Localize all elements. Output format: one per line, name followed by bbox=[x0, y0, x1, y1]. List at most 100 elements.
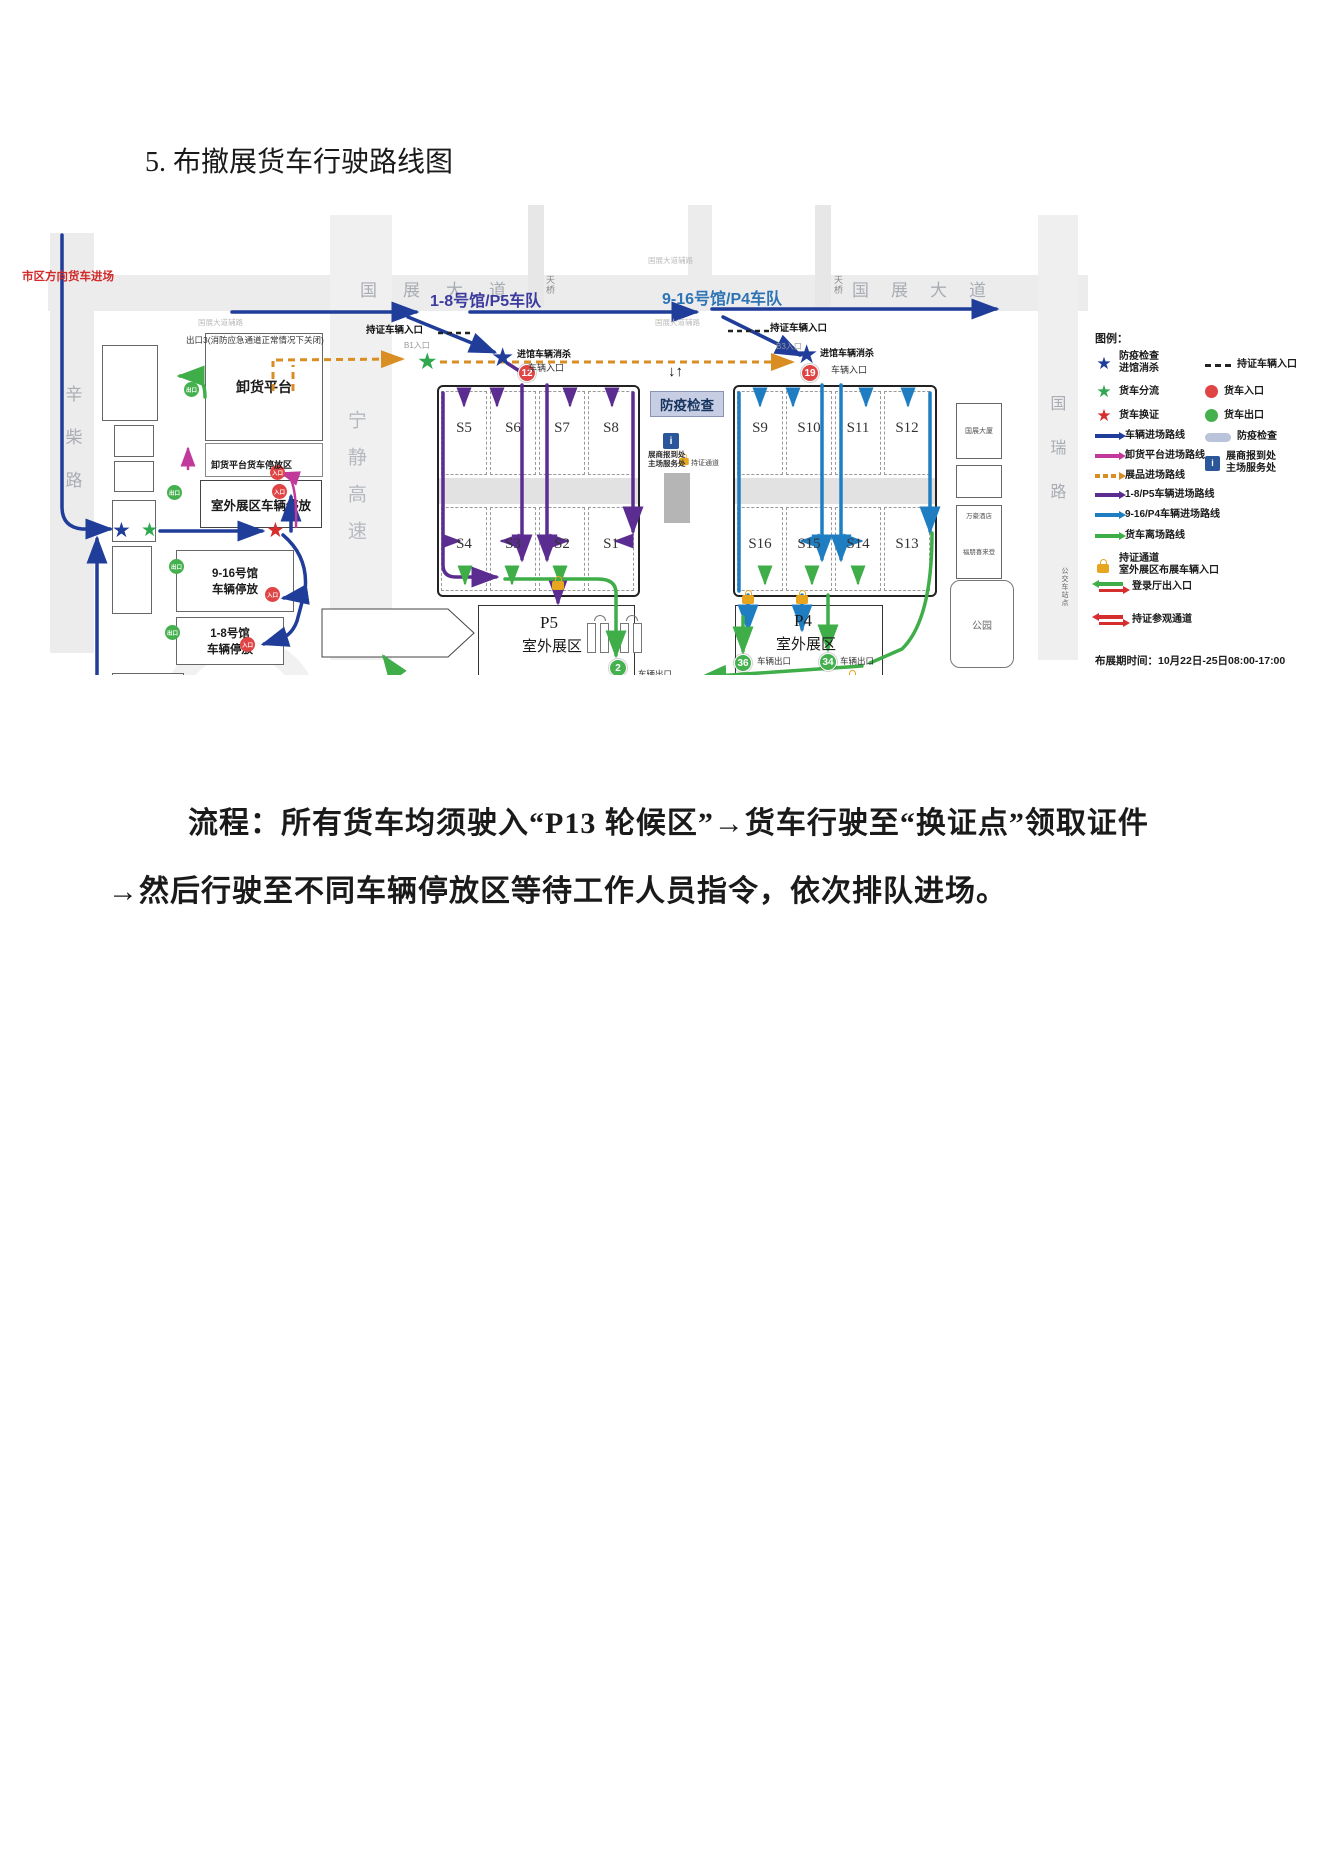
road-spur bbox=[688, 205, 712, 287]
hall-label: S9 bbox=[752, 420, 768, 436]
hall-label: S6 bbox=[505, 420, 521, 436]
gate-34-badge: 34 bbox=[819, 653, 837, 671]
unloading-platform: 卸货平台 bbox=[205, 333, 323, 441]
parking-1-8: 1-8号馆 车辆停放 bbox=[176, 617, 284, 665]
p5-label: P5 bbox=[540, 613, 558, 632]
check-star-icon: ★ bbox=[491, 342, 515, 372]
road-label-side-2: 国展大道辅路 bbox=[648, 256, 693, 265]
entrance-badge: 入口 bbox=[265, 587, 280, 602]
legend-item: 车辆进场路线 bbox=[1095, 430, 1185, 442]
arrow-purple-icon bbox=[1095, 493, 1119, 497]
hotel2-label: 福朋喜来登 bbox=[962, 549, 996, 556]
vehicle-exit-label-34: 车辆出口 bbox=[840, 656, 875, 666]
hall-label: S3 bbox=[505, 536, 521, 552]
building-block bbox=[956, 465, 1002, 498]
road-label-guozhan-right: 国展大道 bbox=[852, 281, 1008, 300]
building-block bbox=[114, 425, 154, 457]
arrow-red-both-icon bbox=[1095, 615, 1126, 625]
legend-item: ★ 货车换证 bbox=[1096, 406, 1159, 425]
b3-entrance-label: B3入口 bbox=[776, 342, 802, 351]
city-inbound-label: 市区方向货车进场 bbox=[22, 271, 114, 283]
sanitize-label-left: 进馆车辆消杀 bbox=[517, 349, 572, 359]
legend-item: 1-8/P5车辆进场路线 bbox=[1095, 489, 1214, 501]
cert-channel-label: 持证通道 bbox=[691, 460, 719, 467]
hall-label: S1 bbox=[603, 536, 619, 552]
hall-label: S5 bbox=[456, 420, 472, 436]
road-label-ningjing: 宁静高速 bbox=[344, 410, 366, 558]
vehicle-entrance-label-left: 车辆入口 bbox=[528, 363, 565, 373]
ramp-arc bbox=[626, 615, 638, 621]
ramp-structure bbox=[620, 623, 629, 653]
legend-item: 展品进场路线 bbox=[1095, 470, 1185, 482]
arrow-green-icon bbox=[1095, 534, 1119, 538]
dashed-black-line-icon bbox=[1205, 363, 1231, 367]
two-way-arrows: ↓↑ bbox=[668, 363, 683, 380]
exit-badge: 出口 bbox=[167, 485, 182, 500]
road-label-guozhan-left: 国展大道 bbox=[360, 281, 532, 300]
road-label-xinchai: 辛柴路 bbox=[62, 385, 82, 514]
hall-label: S7 bbox=[554, 420, 570, 436]
road-guozhan-avenue bbox=[48, 275, 1088, 311]
park: 公园 bbox=[950, 580, 1014, 668]
central-tower bbox=[664, 473, 690, 523]
building-block bbox=[112, 500, 156, 542]
legend-item: ★ 防疫检查 进馆消杀 bbox=[1096, 351, 1159, 374]
road-ningjing bbox=[330, 215, 392, 660]
split-star-icon: ★ bbox=[141, 520, 159, 541]
legend-item: 货车离场路线 bbox=[1095, 530, 1185, 542]
ramp-structure bbox=[587, 623, 596, 653]
legend-item: i 展商报到处 主场服务处 bbox=[1205, 451, 1276, 475]
expo-registration-label: 展商报到处 bbox=[648, 450, 686, 459]
hall-label: S15 bbox=[797, 536, 821, 552]
host-service-label: 主场服务处 bbox=[648, 459, 686, 468]
road-label-side-1: 国展大道辅路 bbox=[198, 318, 243, 327]
legend-item: 持证车辆入口 bbox=[1205, 359, 1297, 371]
ramp-structure bbox=[633, 623, 642, 653]
hall-label: S2 bbox=[554, 536, 570, 552]
epidemic-check-box: 防疫检查 bbox=[650, 391, 724, 417]
legend-item: 货车入口 bbox=[1205, 385, 1264, 398]
legend-item: ★ 货车分流 bbox=[1096, 382, 1159, 401]
arrow-navy-icon bbox=[1095, 434, 1119, 438]
gate-2-badge: 2 bbox=[609, 659, 627, 675]
hall-label: S12 bbox=[895, 420, 919, 436]
road-footbridge-right bbox=[815, 205, 831, 307]
outdoor-parking: 室外展区车辆停放 bbox=[200, 480, 322, 528]
circle-red-icon bbox=[1205, 385, 1218, 398]
legend-item: 9-16/P4车辆进场路线 bbox=[1095, 509, 1220, 521]
hotel1-label: 万豪酒店 bbox=[966, 513, 992, 520]
vehicle-exit-label-36: 车辆出口 bbox=[757, 656, 792, 666]
unloading-parking-label: 卸货平台货车停放区 bbox=[211, 460, 293, 470]
hall-label: S4 bbox=[456, 536, 472, 552]
badge-swap-star-icon: ★ bbox=[266, 519, 285, 542]
star-blue-icon: ★ bbox=[1096, 353, 1112, 373]
guozhan-tower: 国展大厦 bbox=[956, 403, 1002, 459]
hall-corridor-east bbox=[735, 478, 935, 504]
hall-label: S8 bbox=[603, 420, 619, 436]
gate-19-badge: 19 bbox=[801, 364, 819, 382]
legend-title: 图例： bbox=[1095, 333, 1128, 345]
expo-registration-icon: i bbox=[663, 433, 679, 449]
hall-label: S16 bbox=[748, 536, 772, 552]
unloading-parking-strip bbox=[205, 443, 323, 477]
registration-icon: i bbox=[1205, 455, 1220, 471]
legend-item: 持证通道 室外展区布展车辆入口 bbox=[1095, 553, 1219, 577]
entrance-badge: 入口 bbox=[240, 637, 255, 652]
hall-corridor-west bbox=[439, 478, 638, 504]
flow-text-line2: →然后行驶至不同车辆停放区等待工作人员指令，依次排队进场。 bbox=[108, 875, 1007, 908]
lock-icon bbox=[679, 453, 689, 466]
footbridge-label-left: 天 桥 bbox=[546, 275, 556, 296]
footbridge-label-right: 天 桥 bbox=[834, 275, 844, 296]
exit-badge: 出口 bbox=[184, 382, 199, 397]
hall-label: S13 bbox=[895, 536, 919, 552]
sanitize-label-right: 进馆车辆消杀 bbox=[820, 348, 875, 358]
building-block bbox=[102, 345, 158, 421]
legend-item: 登录厅出入口 bbox=[1095, 581, 1192, 593]
legend: 图例： ★ 防疫检查 进馆消杀 ★ 货车分流 ★ 货车换证 车辆进场路线 卸货平… bbox=[1095, 333, 1320, 683]
building-block bbox=[114, 461, 154, 492]
cert-entrance-label-right: 持证车辆入口 bbox=[770, 323, 828, 334]
ramp-arc bbox=[594, 615, 606, 621]
hall-label: S11 bbox=[846, 420, 870, 436]
road-label-side-3: 国展大道辅路 bbox=[655, 318, 700, 327]
cert-entrance-label-left: 持证车辆入口 bbox=[366, 325, 424, 336]
